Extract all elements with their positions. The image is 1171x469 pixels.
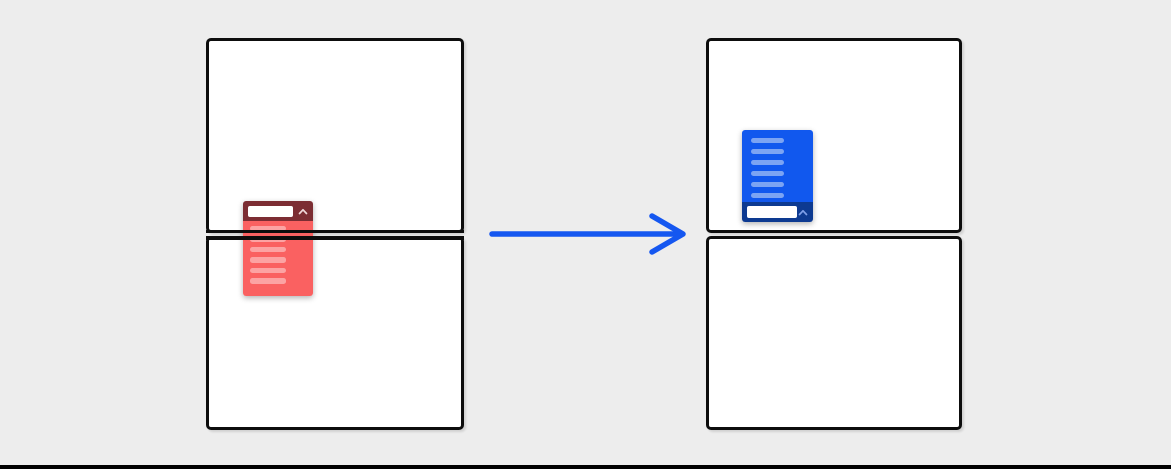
before-screen-top	[206, 38, 464, 233]
dropdown-header	[243, 201, 313, 221]
dropdown-footer	[742, 202, 813, 222]
after-dropdown-flyout	[742, 130, 813, 222]
screen-divider-line	[206, 236, 464, 240]
frame-bottom-edge	[0, 465, 1171, 469]
dropdown-list-item	[250, 246, 286, 252]
dropdown-list-item	[751, 160, 784, 165]
dropdown-input	[248, 205, 293, 217]
chevron-up-icon	[798, 209, 808, 215]
screen-divider-line	[206, 229, 464, 233]
before-dropdown-flyout	[243, 201, 313, 296]
dropdown-list-item	[751, 171, 784, 176]
dropdown-list	[742, 130, 813, 202]
dropdown-list-item	[250, 257, 286, 263]
dropdown-list	[243, 221, 313, 296]
after-screen-bottom	[706, 236, 962, 430]
dropdown-list-item	[751, 193, 784, 198]
dropdown-list-item	[250, 225, 286, 231]
dropdown-list-item	[250, 278, 286, 284]
dropdown-list-item	[751, 149, 784, 154]
dropdown-list-item	[751, 182, 784, 187]
dropdown-list-item	[250, 267, 286, 273]
dropdown-input	[747, 206, 797, 218]
arrow-icon	[489, 213, 686, 255]
chevron-up-icon	[298, 208, 308, 214]
dropdown-list-item	[751, 138, 784, 143]
